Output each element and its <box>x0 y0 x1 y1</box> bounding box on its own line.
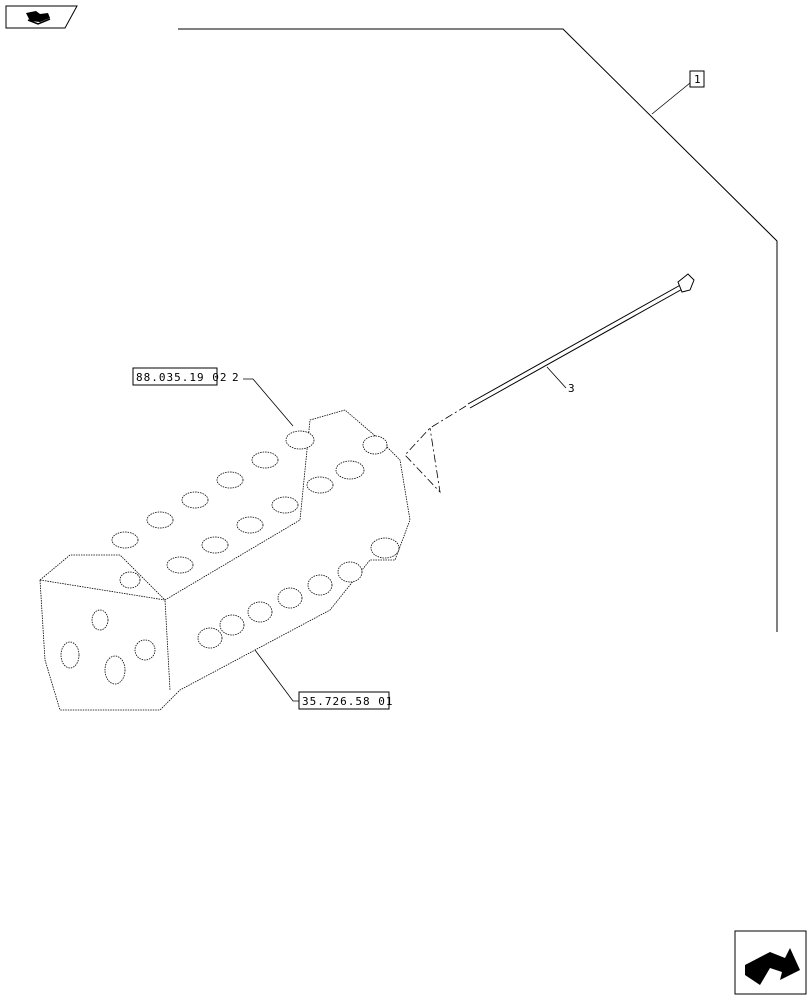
reference-valve-label: 88.035.19 02 <box>136 371 227 384</box>
callout-2-label[interactable]: 2 <box>232 371 240 384</box>
centerline <box>404 405 467 494</box>
reference-box-valve[interactable]: 88.035.19 02 <box>132 367 227 386</box>
tie-rod <box>467 273 695 409</box>
book-arrow-icon[interactable] <box>5 5 78 29</box>
assembly-boundary-line <box>178 28 778 632</box>
control-valve-body <box>39 409 411 711</box>
next-page-arrow-icon[interactable] <box>734 930 807 995</box>
reference-spools-label: 35.726.58 01 <box>302 695 393 708</box>
callout-1-label: 1 <box>694 73 702 86</box>
callout-1[interactable]: 1 <box>689 70 705 88</box>
leader-2 <box>243 378 294 427</box>
callout-3-label[interactable]: 3 <box>568 382 576 395</box>
reference-box-spools[interactable]: 35.726.58 01 <box>298 691 393 710</box>
leader-1 <box>651 82 691 115</box>
leader-spools <box>254 649 299 702</box>
